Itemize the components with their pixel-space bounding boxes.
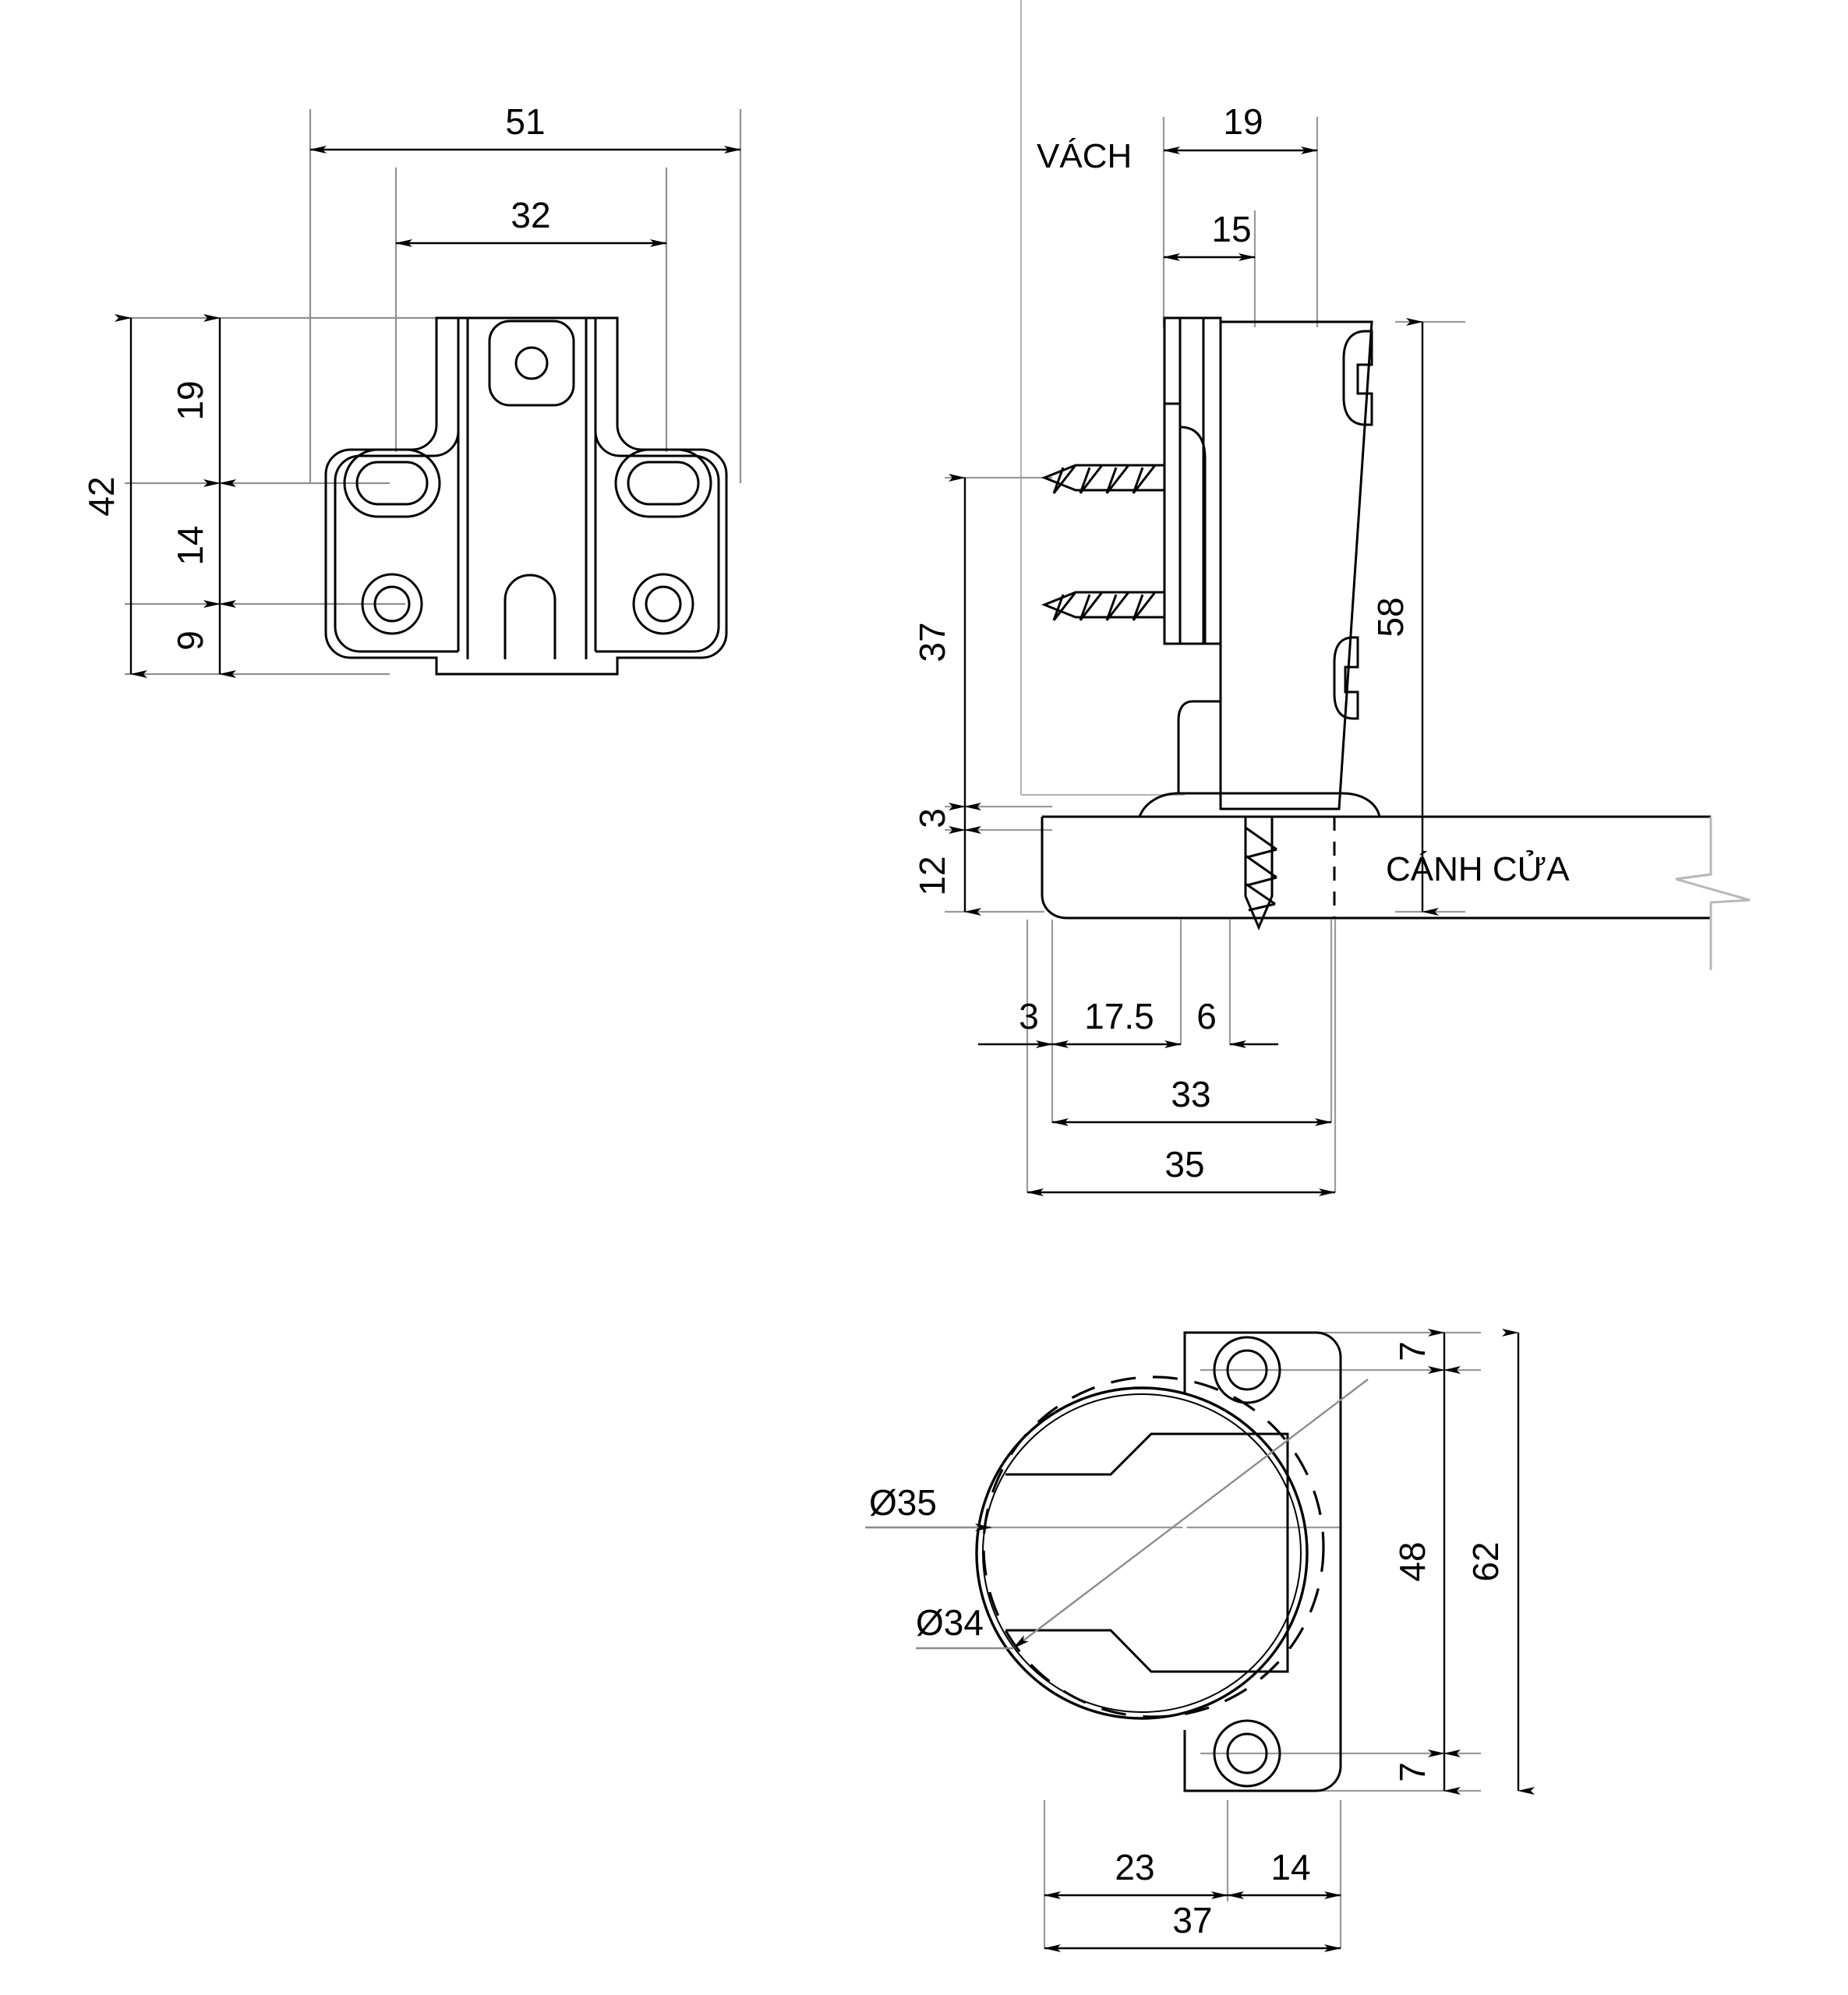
front-dim-32: 32 [395,195,667,247]
dim-label-7-top: 7 [1392,1341,1433,1361]
wall-panel-outline [1019,0,1185,796]
cup-inner-mechanism [1005,1432,1289,1673]
cup-dim-23: 23 [1044,1847,1228,1899]
dim-label-6: 6 [1196,996,1217,1036]
front-dim-42: 42 [81,314,147,678]
dim-label-37: 37 [912,622,952,662]
dim-label-12: 12 [912,856,952,895]
wall-label: VÁCH [1037,137,1132,175]
side-hinge-arm [1219,320,1373,810]
front-dim-19: 19 [170,314,236,487]
dim-label-33: 33 [1171,1074,1210,1114]
cup-mounting-flange [1182,1331,1342,1792]
side-dim-19: 19 [1163,101,1318,154]
side-dim-37: 37 [912,474,981,810]
dim-label-32: 32 [511,195,550,235]
side-dim-33: 33 [1051,1074,1332,1126]
front-center-boss [488,320,575,407]
cup-body-d34-circle [975,1386,1309,1720]
door-screw [1244,817,1277,930]
front-slot-hole-right [614,448,712,518]
dim-label-19: 19 [170,380,210,420]
front-round-hole-right [632,573,694,635]
dim-label-51: 51 [505,101,545,142]
dim-label-3: 3 [912,808,952,828]
wall-screw-lower [1041,591,1164,621]
wall-screw-upper [1041,464,1164,494]
front-dim-51: 51 [309,101,741,154]
side-dim-15: 15 [1163,209,1256,261]
front-round-hole-left [361,573,423,635]
cup-leader-d35: Ø35 [865,1482,992,1531]
front-dim-9: 9 [170,600,236,678]
view-cup-plan: Ø35 Ø34 7 48 7 62 23 [865,1329,1535,1952]
dim-label-23: 23 [1115,1847,1154,1887]
view-side-section: VÁCH 19 15 58 37 3 12 [912,0,1751,1196]
cup-dim-37: 37 [1044,1900,1341,1952]
cup-screw-hole-bottom [1213,1719,1281,1788]
cup-leader-d34: Ø34 [916,1379,1369,1650]
side-mounting-plate [1163,316,1222,645]
front-dim-14: 14 [170,479,236,608]
dim-label-62: 62 [1465,1541,1506,1581]
dim-label-14-cup: 14 [1270,1847,1310,1887]
dim-label-35: 35 [1164,1144,1204,1185]
cup-screw-hole-top [1213,1336,1281,1404]
dim-label-d34: Ø34 [916,1602,984,1643]
side-dim-58: 58 [1370,318,1439,916]
cup-dim-7-bottom: 7 [1392,1750,1461,1795]
door-break-symbol [1675,817,1751,970]
dim-label-42: 42 [81,476,122,516]
dim-label-3-small: 3 [1019,996,1039,1036]
dim-label-side-15: 15 [1211,209,1251,249]
dim-label-14: 14 [170,525,210,565]
cup-dim-48: 48 [1392,1366,1461,1757]
dim-label-7-bottom: 7 [1392,1762,1433,1782]
dim-label-side-19: 19 [1223,101,1263,142]
cup-dim-62: 62 [1465,1329,1535,1795]
front-slot-hole-left [343,448,441,518]
dim-label-37-cup: 37 [1172,1900,1212,1940]
door-label: CÁNH CỬA [1386,849,1570,888]
side-dim-3: 3 [912,803,981,834]
view-front-mounting-plate: 51 32 42 19 14 9 [81,101,742,678]
front-extension-lines [125,109,742,676]
dim-label-48: 48 [1392,1541,1433,1581]
dim-label-9: 9 [170,630,210,651]
side-dim-17p5: 17.5 [1051,996,1182,1048]
dim-label-d35: Ø35 [869,1482,937,1523]
cup-dim-7-top: 7 [1392,1329,1461,1374]
side-dim-3-small: 3 [978,996,1053,1048]
side-dim-12: 12 [912,826,981,916]
side-dim-6: 6 [1196,996,1278,1048]
dim-label-58: 58 [1370,597,1411,637]
side-door-panel [1041,815,1711,920]
cup-body-inner-circle [982,1393,1302,1713]
side-dim-35: 35 [1026,1144,1336,1196]
cup-dim-14: 14 [1227,1847,1341,1899]
dim-label-17p5: 17.5 [1084,996,1154,1036]
